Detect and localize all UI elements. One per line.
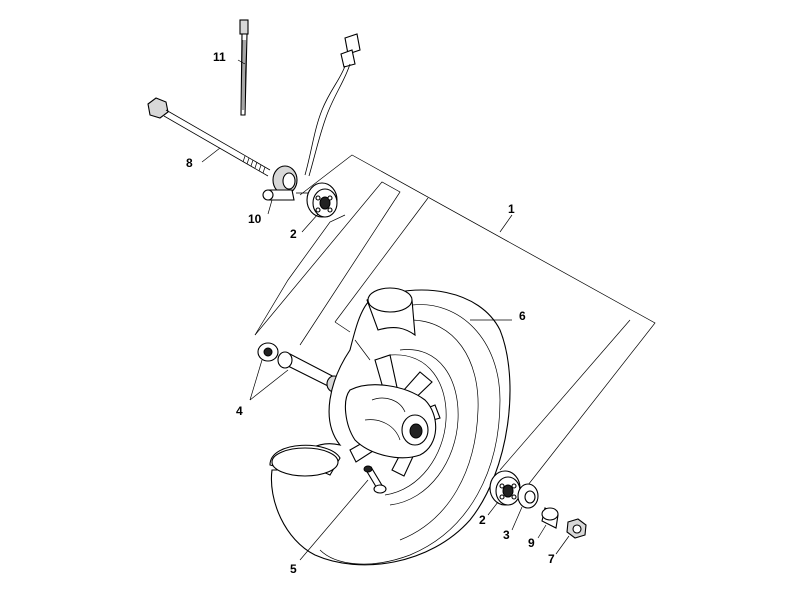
callout-11: 11 — [213, 50, 226, 64]
bearing-part-2-lower — [489, 470, 521, 506]
callout-2-lower: 2 — [479, 513, 486, 527]
axle-bolt-part-8 — [147, 97, 271, 177]
speedometer-gearbox-part-10 — [262, 165, 308, 201]
callout-7: 7 — [548, 552, 555, 566]
callout-labels: 11 8 10 2 1 6 4 5 2 3 9 7 — [186, 50, 555, 576]
speedometer-cable — [304, 33, 361, 177]
cable-tie-part-11 — [239, 19, 249, 116]
callout-8: 8 — [186, 156, 193, 170]
callout-5: 5 — [290, 562, 297, 576]
callout-3: 3 — [503, 528, 510, 542]
collar-part-9 — [541, 507, 559, 529]
leader-lines — [201, 59, 570, 561]
nut-part-7 — [566, 518, 587, 539]
callout-10: 10 — [248, 212, 262, 226]
spacer-part-4 — [257, 342, 342, 393]
bearing-part-2-upper — [306, 182, 338, 218]
callout-6: 6 — [519, 309, 526, 323]
wheel-tire-part-6 — [269, 287, 511, 566]
callout-2-upper: 2 — [290, 227, 297, 241]
callout-9: 9 — [528, 536, 535, 550]
callout-1: 1 — [508, 202, 515, 216]
spacer-part-3 — [517, 483, 539, 509]
assembly-bracket-1 — [254, 154, 656, 486]
callout-4: 4 — [236, 404, 243, 418]
